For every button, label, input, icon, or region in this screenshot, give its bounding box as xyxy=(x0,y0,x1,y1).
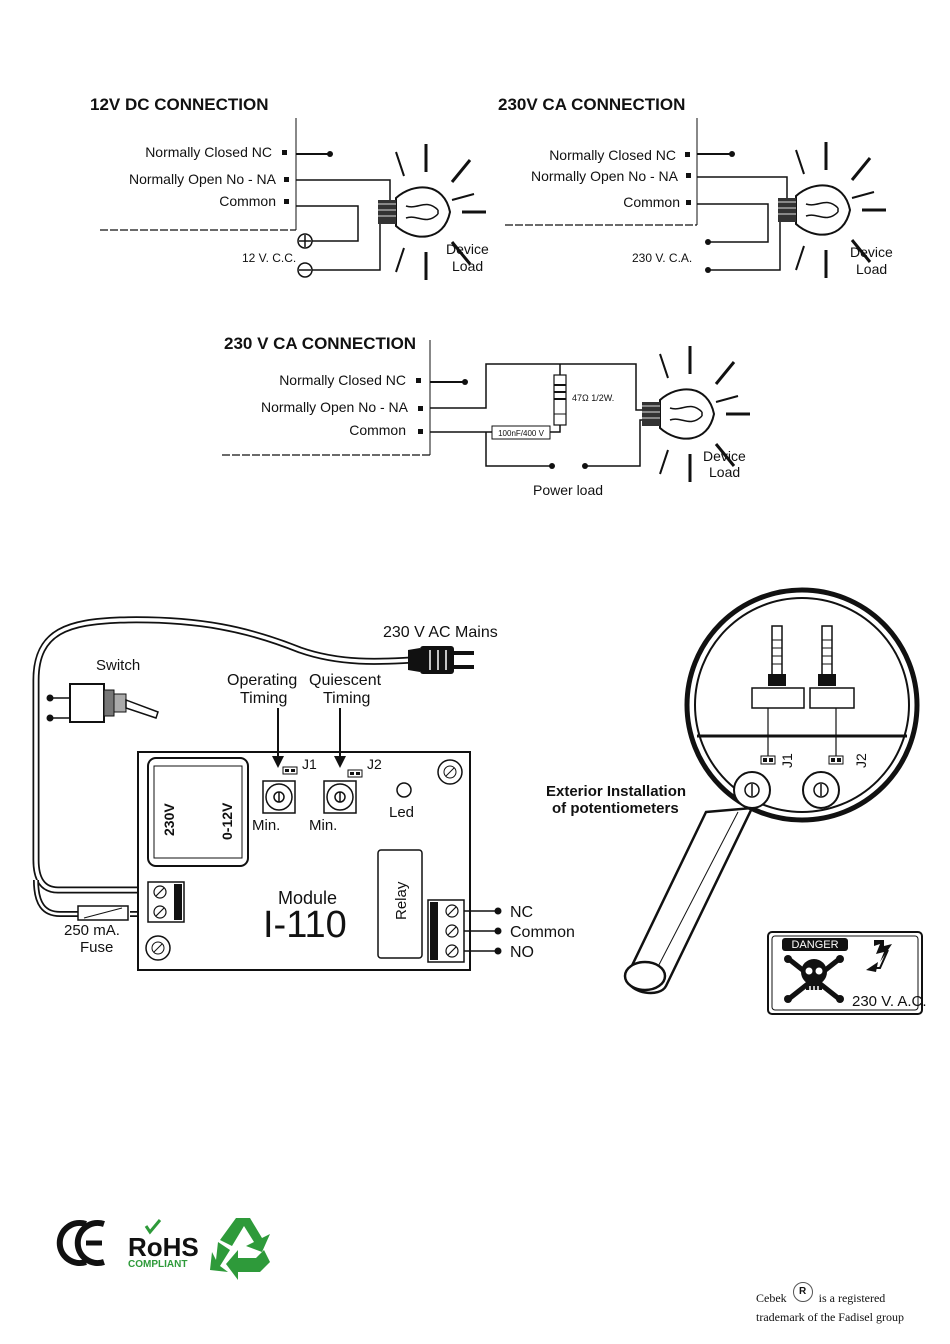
recycle-icon xyxy=(210,1218,270,1280)
transformer-012v-label: 0-12V xyxy=(219,802,235,840)
dc-common-label: Common xyxy=(219,193,276,209)
operating-timing-label: Timing xyxy=(240,690,287,707)
output-common-label: Common xyxy=(510,924,575,941)
operating-potentiometer-icon[interactable] xyxy=(262,780,296,814)
output-no-label: NO xyxy=(510,944,534,961)
led-label: Led xyxy=(389,804,414,821)
footer-line2: trademark of the Fadisel group xyxy=(756,1310,904,1324)
quiescent-min-label: Min. xyxy=(309,817,337,834)
mains-plug-icon xyxy=(408,646,474,674)
skull-crossbones-icon xyxy=(784,955,844,1003)
ac-connection-diagram: 230V CA CONNECTION Normally Closed NC No… xyxy=(498,95,893,280)
magnifier-j2-label: J2 xyxy=(853,753,869,768)
switch-label: Switch xyxy=(96,657,140,674)
dc-nc-label: Normally Closed NC xyxy=(145,144,272,160)
operating-label: Operating xyxy=(227,672,297,689)
registered-icon: R xyxy=(792,1282,813,1302)
transformer-230v-label: 230V xyxy=(161,803,177,836)
ac2-capacitor-label: 100nF/400 V xyxy=(498,429,544,438)
ac2-common-label: Common xyxy=(349,422,406,438)
ac1-supply-label: 230 V. C.A. xyxy=(632,251,692,265)
ac2-power-load-label: Power load xyxy=(533,482,603,498)
ac1-title: 230V CA CONNECTION xyxy=(498,95,685,114)
ac-snubber-diagram: 230 V CA CONNECTION Normally Closed NC N… xyxy=(222,334,752,498)
input-terminal-block xyxy=(147,881,185,923)
ac1-nc-label: Normally Closed NC xyxy=(549,147,676,163)
quiescent-timing-label: Timing xyxy=(323,690,370,707)
danger-voltage: 230 V. A.C. xyxy=(852,993,927,1010)
rohs-compliant-text: COMPLIANT xyxy=(128,1259,187,1270)
output-terminal-block xyxy=(427,899,465,963)
j2-label: J2 xyxy=(367,756,382,772)
dc-connection-diagram: 12V DC CONNECTION Normally Closed NC Nor… xyxy=(90,95,489,282)
dc-load-label: Load xyxy=(452,258,483,274)
toggle-switch-icon xyxy=(46,683,159,723)
electric-hazard-icon xyxy=(866,940,892,972)
j1-label: J1 xyxy=(302,756,317,772)
magnifier-j1-label: J1 xyxy=(779,753,795,768)
relay-label: Relay xyxy=(393,881,410,920)
ac1-load-label: Load xyxy=(856,261,887,277)
dc-no-label: Normally Open No - NA xyxy=(129,171,277,187)
ac2-resistor-label: 47Ω 1/2W. xyxy=(572,393,614,403)
magnifier-caption-1: Exterior Installation xyxy=(546,783,686,800)
ac1-no-label: Normally Open No - NA xyxy=(531,168,679,184)
fuse-label: Fuse xyxy=(80,939,113,956)
dc-supply-label: 12 V. C.C. xyxy=(242,251,296,265)
ac2-device-label: Device xyxy=(703,448,746,464)
footer-line1: is a registered xyxy=(818,1291,886,1305)
magnifier-caption-2: of potentiometers xyxy=(552,800,679,817)
ce-mark-icon xyxy=(56,1220,105,1266)
quiescent-potentiometer-icon[interactable] xyxy=(323,780,357,814)
ac2-nc-label: Normally Closed NC xyxy=(279,372,406,388)
ac2-load-label: Load xyxy=(709,464,740,480)
operating-min-label: Min. xyxy=(252,817,280,834)
module-model: I-110 xyxy=(263,904,347,946)
danger-text: DANGER xyxy=(791,939,838,951)
rohs-logo: RoHS COMPLIANT xyxy=(128,1219,199,1270)
mains-label: 230 V AC Mains xyxy=(383,624,498,641)
footer-brand: Cebek xyxy=(756,1291,787,1305)
output-nc-label: NC xyxy=(510,904,533,921)
magnifier-detail: J1 J2 xyxy=(623,587,920,995)
dc-device-label: Device xyxy=(446,241,489,257)
dc-title: 12V DC CONNECTION xyxy=(90,95,269,114)
module-label: Module xyxy=(278,888,337,908)
fuse-rating-label: 250 mA. xyxy=(64,922,120,939)
danger-label: DANGER 230 V. A.C. xyxy=(767,931,927,1015)
ac2-title: 230 V CA CONNECTION xyxy=(224,334,416,353)
ac1-common-label: Common xyxy=(623,194,680,210)
led-icon xyxy=(396,782,412,798)
relay-block xyxy=(377,849,423,959)
module-wiring: 230 V AC Mains Switch 250 mA. xyxy=(32,616,575,971)
ac1-device-label: Device xyxy=(850,244,893,260)
quiescent-label: Quiescent xyxy=(309,672,382,689)
ac2-no-label: Normally Open No - NA xyxy=(261,399,409,415)
rohs-text: RoHS xyxy=(128,1232,199,1262)
